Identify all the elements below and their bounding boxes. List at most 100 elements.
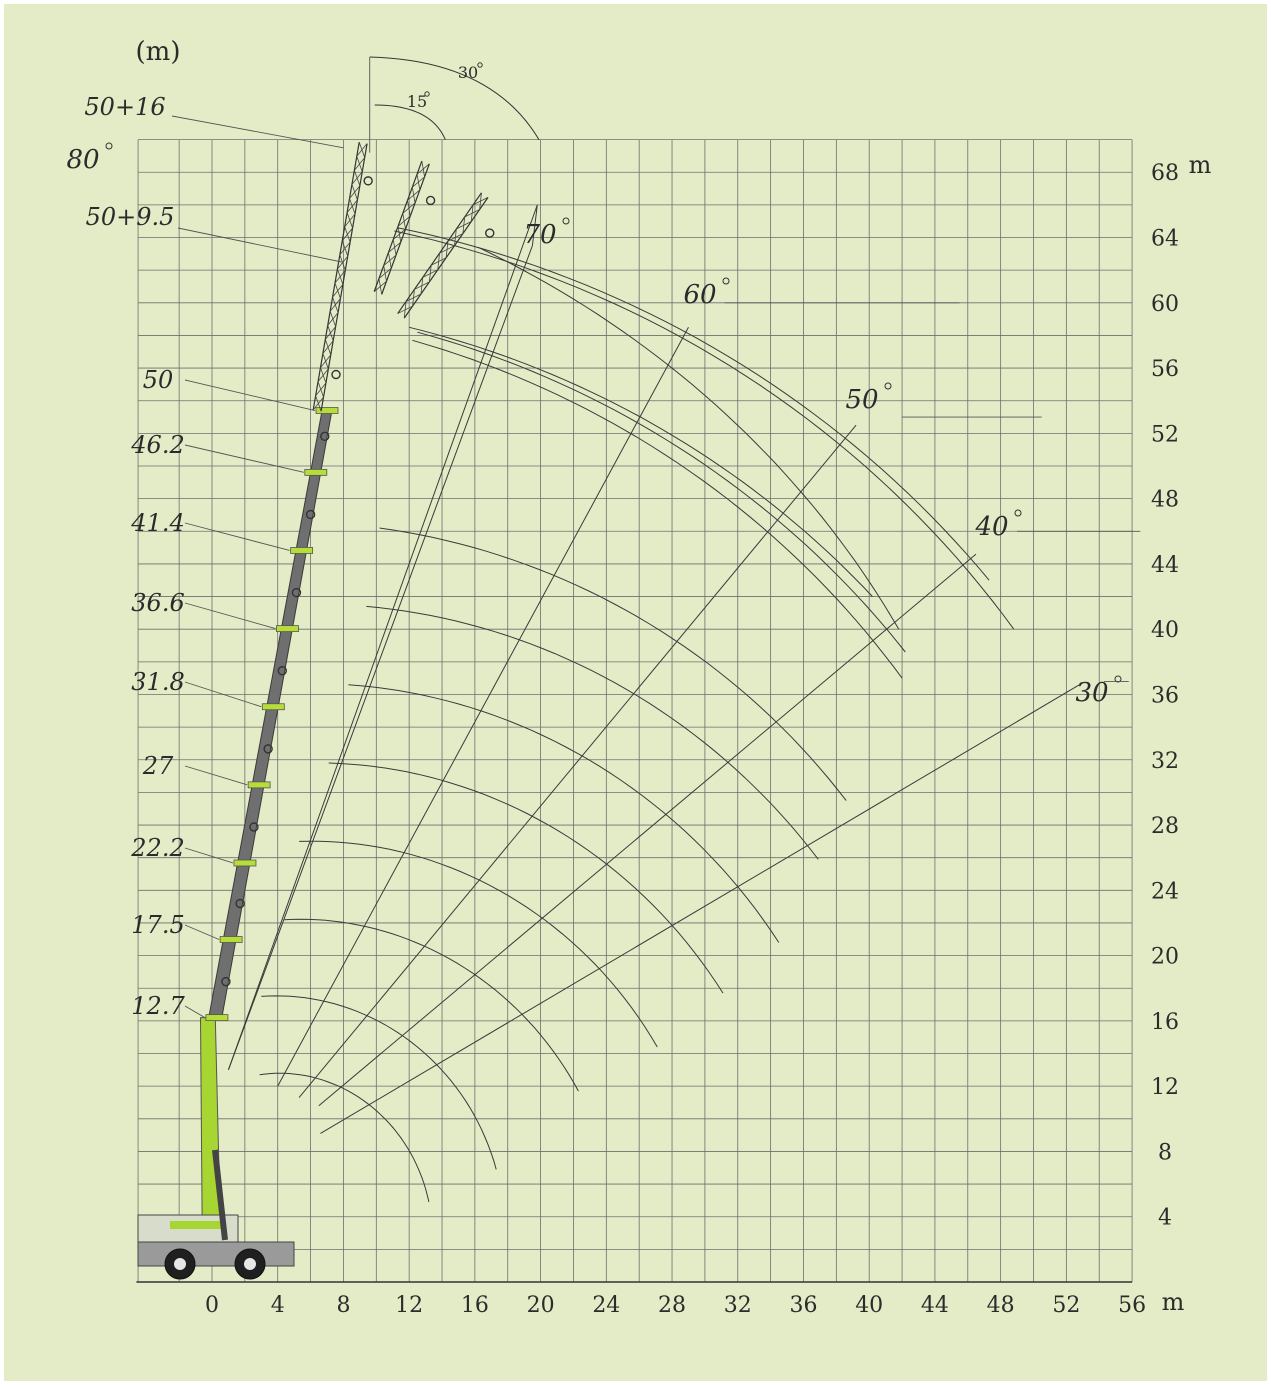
x-tick-label: 12 xyxy=(395,1293,423,1318)
x-tick-label: 44 xyxy=(921,1293,949,1318)
degree-symbol xyxy=(562,217,570,225)
jib-lacing xyxy=(332,284,344,298)
grid-lines xyxy=(137,139,1133,1283)
jib-lacing xyxy=(344,213,356,227)
y-tick-label: 16 xyxy=(1151,1010,1179,1035)
jib-offset-arcs xyxy=(369,56,540,140)
jib-lacing xyxy=(456,221,472,230)
jib-lacing xyxy=(397,305,413,314)
x-tick-label: 20 xyxy=(527,1293,555,1318)
jib-lacing xyxy=(412,176,425,188)
jib-lacing xyxy=(388,241,402,253)
offset-arc-15 xyxy=(374,104,446,140)
x-tick-label: 16 xyxy=(461,1293,489,1318)
jib-lacing xyxy=(405,293,422,302)
boom-length-label: 17.5 xyxy=(131,911,184,939)
boom-length-leader xyxy=(184,681,262,708)
x-tick-label: 36 xyxy=(789,1293,817,1318)
boom-angle-line xyxy=(227,245,533,1071)
jib-lacing xyxy=(373,281,387,292)
jib-length-label: 50+9.5 xyxy=(86,203,175,231)
x-tick-label: 4 xyxy=(271,1293,285,1318)
boom-length-leader xyxy=(184,1005,206,1019)
boom-length-leader xyxy=(184,765,248,786)
radius-curve xyxy=(261,995,497,1170)
jib-lacing xyxy=(337,255,349,270)
jib-lacing xyxy=(339,241,351,256)
carrier-chassis xyxy=(137,1241,295,1267)
degree-symbol xyxy=(884,382,892,390)
y-tick-label: 40 xyxy=(1151,618,1179,643)
boom-length-label: 22.2 xyxy=(130,834,184,862)
boom-section-collar xyxy=(261,703,285,711)
y-tick-label: 4 xyxy=(1158,1206,1172,1231)
jib-offset-label: 30 xyxy=(458,63,478,82)
boom-section-collar xyxy=(315,407,339,414)
radius-curve xyxy=(379,527,847,801)
jib-lacing xyxy=(414,281,430,290)
x-tick-label: 28 xyxy=(658,1293,686,1318)
boom-angle-label: 40 xyxy=(974,512,1008,542)
radius-curve xyxy=(259,1072,430,1203)
hook-block xyxy=(277,666,287,676)
radius-curves xyxy=(259,227,1015,1203)
hook-block xyxy=(249,822,259,832)
boom-length-label: 41.4 xyxy=(130,509,184,537)
y-tick-label: 32 xyxy=(1151,749,1179,774)
boom-section-collar xyxy=(205,1014,229,1022)
jib-offset-label: 15 xyxy=(407,92,427,111)
jib-lacing xyxy=(320,354,332,368)
jib-lacing xyxy=(447,233,464,242)
jib-hook xyxy=(363,176,373,186)
y-tick-label: 56 xyxy=(1151,357,1179,382)
jib-radius-curve xyxy=(417,331,906,653)
hook-block xyxy=(291,587,302,598)
luffing-cylinder xyxy=(212,1149,228,1241)
boom-angle-label: 70 xyxy=(523,220,556,250)
boom-angle-line xyxy=(320,684,1080,1134)
jib-lacing xyxy=(315,382,327,396)
y-tick-label: 64 xyxy=(1151,227,1179,252)
boom-section-collar xyxy=(233,859,257,867)
y-tick-label: 8 xyxy=(1158,1140,1172,1165)
boom-section-collar xyxy=(304,468,328,476)
jib-lacing xyxy=(402,202,416,214)
boom-length-label: 12.7 xyxy=(131,992,185,1020)
y-tick-label: 36 xyxy=(1151,683,1179,708)
offset-arc-30 xyxy=(369,56,540,140)
jib-lacing xyxy=(407,189,421,201)
boom-length-leader xyxy=(184,522,290,551)
jib-lacing xyxy=(397,215,411,227)
boom-section-collar xyxy=(276,625,299,633)
jib-hook xyxy=(425,195,436,206)
y-axis-unit: m xyxy=(1189,151,1212,179)
x-tick-label: 32 xyxy=(724,1293,752,1318)
jib-chord xyxy=(320,143,368,412)
x-axis-unit: m xyxy=(1162,1288,1185,1316)
boom-angle-line xyxy=(318,553,977,1107)
jib-lacing xyxy=(349,185,361,199)
boom-length-leader xyxy=(184,444,304,473)
carrier-hub xyxy=(244,1258,256,1270)
jib-radius-curve xyxy=(477,246,900,630)
jib-lacing xyxy=(356,143,368,157)
jib-hook xyxy=(485,228,495,238)
radius-curve xyxy=(366,605,819,860)
crane-carrier xyxy=(137,1149,295,1280)
boom-length-leader xyxy=(184,847,234,864)
jib-lacing xyxy=(334,270,346,284)
jib-length-leader xyxy=(171,115,344,149)
jib-chord xyxy=(312,142,360,410)
boom-length-label: 36.6 xyxy=(131,589,184,617)
jib-radius-curve xyxy=(394,230,1015,630)
jib-lacing xyxy=(325,326,336,340)
hook-block xyxy=(331,369,341,380)
boom-angle-line xyxy=(277,327,689,1087)
jib-lacing xyxy=(439,245,455,254)
jib-lacing xyxy=(378,267,392,279)
boom-angle-line xyxy=(227,204,538,1071)
y-tick-label: 20 xyxy=(1151,945,1179,970)
telescopic-boom xyxy=(199,369,341,1221)
boom-angle-label: 30 xyxy=(1075,678,1108,708)
